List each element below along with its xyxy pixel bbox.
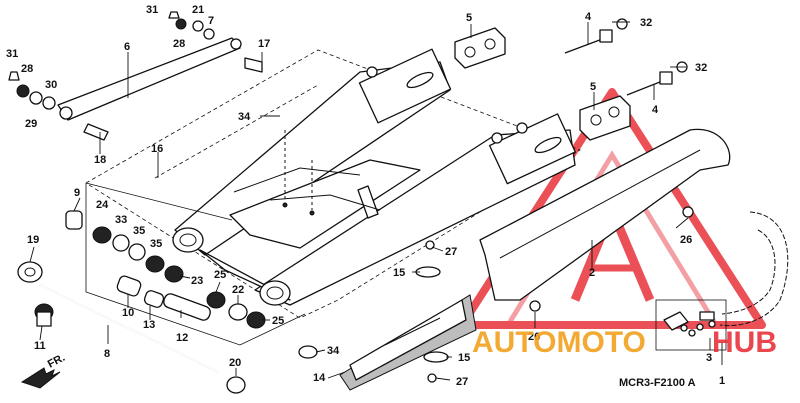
- callout-16: 16: [151, 143, 163, 155]
- callout-20: 20: [229, 357, 241, 369]
- pivot-parts-box: [85, 182, 306, 346]
- watermark-text-left: AUTOMOTO: [472, 326, 646, 359]
- callout-3: 3: [706, 352, 712, 364]
- callout-28-top: 28: [173, 38, 185, 50]
- callout-21: 21: [192, 4, 204, 16]
- callout-4-top: 4: [585, 11, 592, 23]
- callout-24: 24: [96, 199, 109, 211]
- hardware-top-left: [8, 11, 263, 141]
- direction-label: FR.: [46, 352, 67, 371]
- callout-31-left: 31: [6, 48, 18, 60]
- callout-31-top: 31: [146, 4, 158, 16]
- chain-case: [479, 128, 731, 312]
- callout-25-lower: 25: [272, 315, 284, 327]
- callout-29: 29: [25, 118, 37, 130]
- callout-2: 2: [589, 267, 595, 279]
- callout-10: 10: [122, 307, 134, 319]
- pivot-parts: [65, 210, 266, 329]
- callout-17: 17: [258, 38, 270, 50]
- callout-labels: 1 2 3 4 4 5 5 6 7 8 9 10 11 12 13 14 15 …: [6, 4, 725, 388]
- drive-chain: [719, 211, 789, 327]
- pivot-bolt-group: [17, 261, 318, 394]
- callout-11: 11: [34, 340, 46, 352]
- chain-slider: [339, 240, 477, 391]
- callout-9: 9: [74, 187, 80, 199]
- torque-link: [57, 37, 242, 121]
- callout-6: 6: [124, 41, 130, 53]
- callout-35-lower: 35: [150, 238, 162, 250]
- diagram-code: MCR3-F2100 A: [619, 377, 696, 389]
- callout-33: 33: [115, 214, 127, 226]
- callout-26-lower: 26: [528, 331, 540, 343]
- callout-1: 1: [719, 375, 725, 387]
- callout-32-lower: 32: [695, 62, 707, 74]
- front-direction-arrow: FR.: [20, 352, 67, 389]
- callout-19: 19: [27, 234, 39, 246]
- watermark-text-right: HUB: [712, 326, 777, 359]
- callout-27-lower: 27: [456, 376, 468, 388]
- swingarm-group-outline: [85, 49, 581, 319]
- callout-25-upper: 25: [214, 269, 226, 281]
- callout-32-top: 32: [640, 17, 652, 29]
- callout-18: 18: [94, 154, 106, 166]
- callout-5-lower: 5: [590, 81, 596, 93]
- callout-8: 8: [104, 348, 110, 360]
- callout-4-lower: 4: [652, 104, 659, 116]
- leader-lines: [29, 21, 723, 381]
- callout-34-upper: 34: [238, 111, 251, 123]
- callout-26-upper: 26: [680, 234, 692, 246]
- callout-12: 12: [176, 332, 188, 344]
- callout-7: 7: [208, 15, 214, 27]
- callout-27-upper: 27: [445, 246, 457, 258]
- chain-adjusters: [454, 18, 688, 141]
- callout-34-lower: 34: [327, 345, 340, 357]
- callout-28-left: 28: [21, 63, 33, 75]
- callout-15-upper: 15: [393, 267, 405, 279]
- swingarm: [172, 48, 576, 306]
- callout-13: 13: [143, 319, 155, 331]
- watermark-text: AUTOMOTO HUB: [472, 326, 777, 359]
- callout-22: 22: [232, 284, 244, 296]
- callout-15-lower: 15: [458, 352, 470, 364]
- callout-23: 23: [191, 275, 203, 287]
- callout-5-top: 5: [466, 12, 472, 24]
- callout-14: 14: [313, 372, 326, 384]
- callout-30: 30: [45, 79, 57, 91]
- callout-35-upper: 35: [133, 225, 145, 237]
- drive-side-parts: [655, 299, 727, 351]
